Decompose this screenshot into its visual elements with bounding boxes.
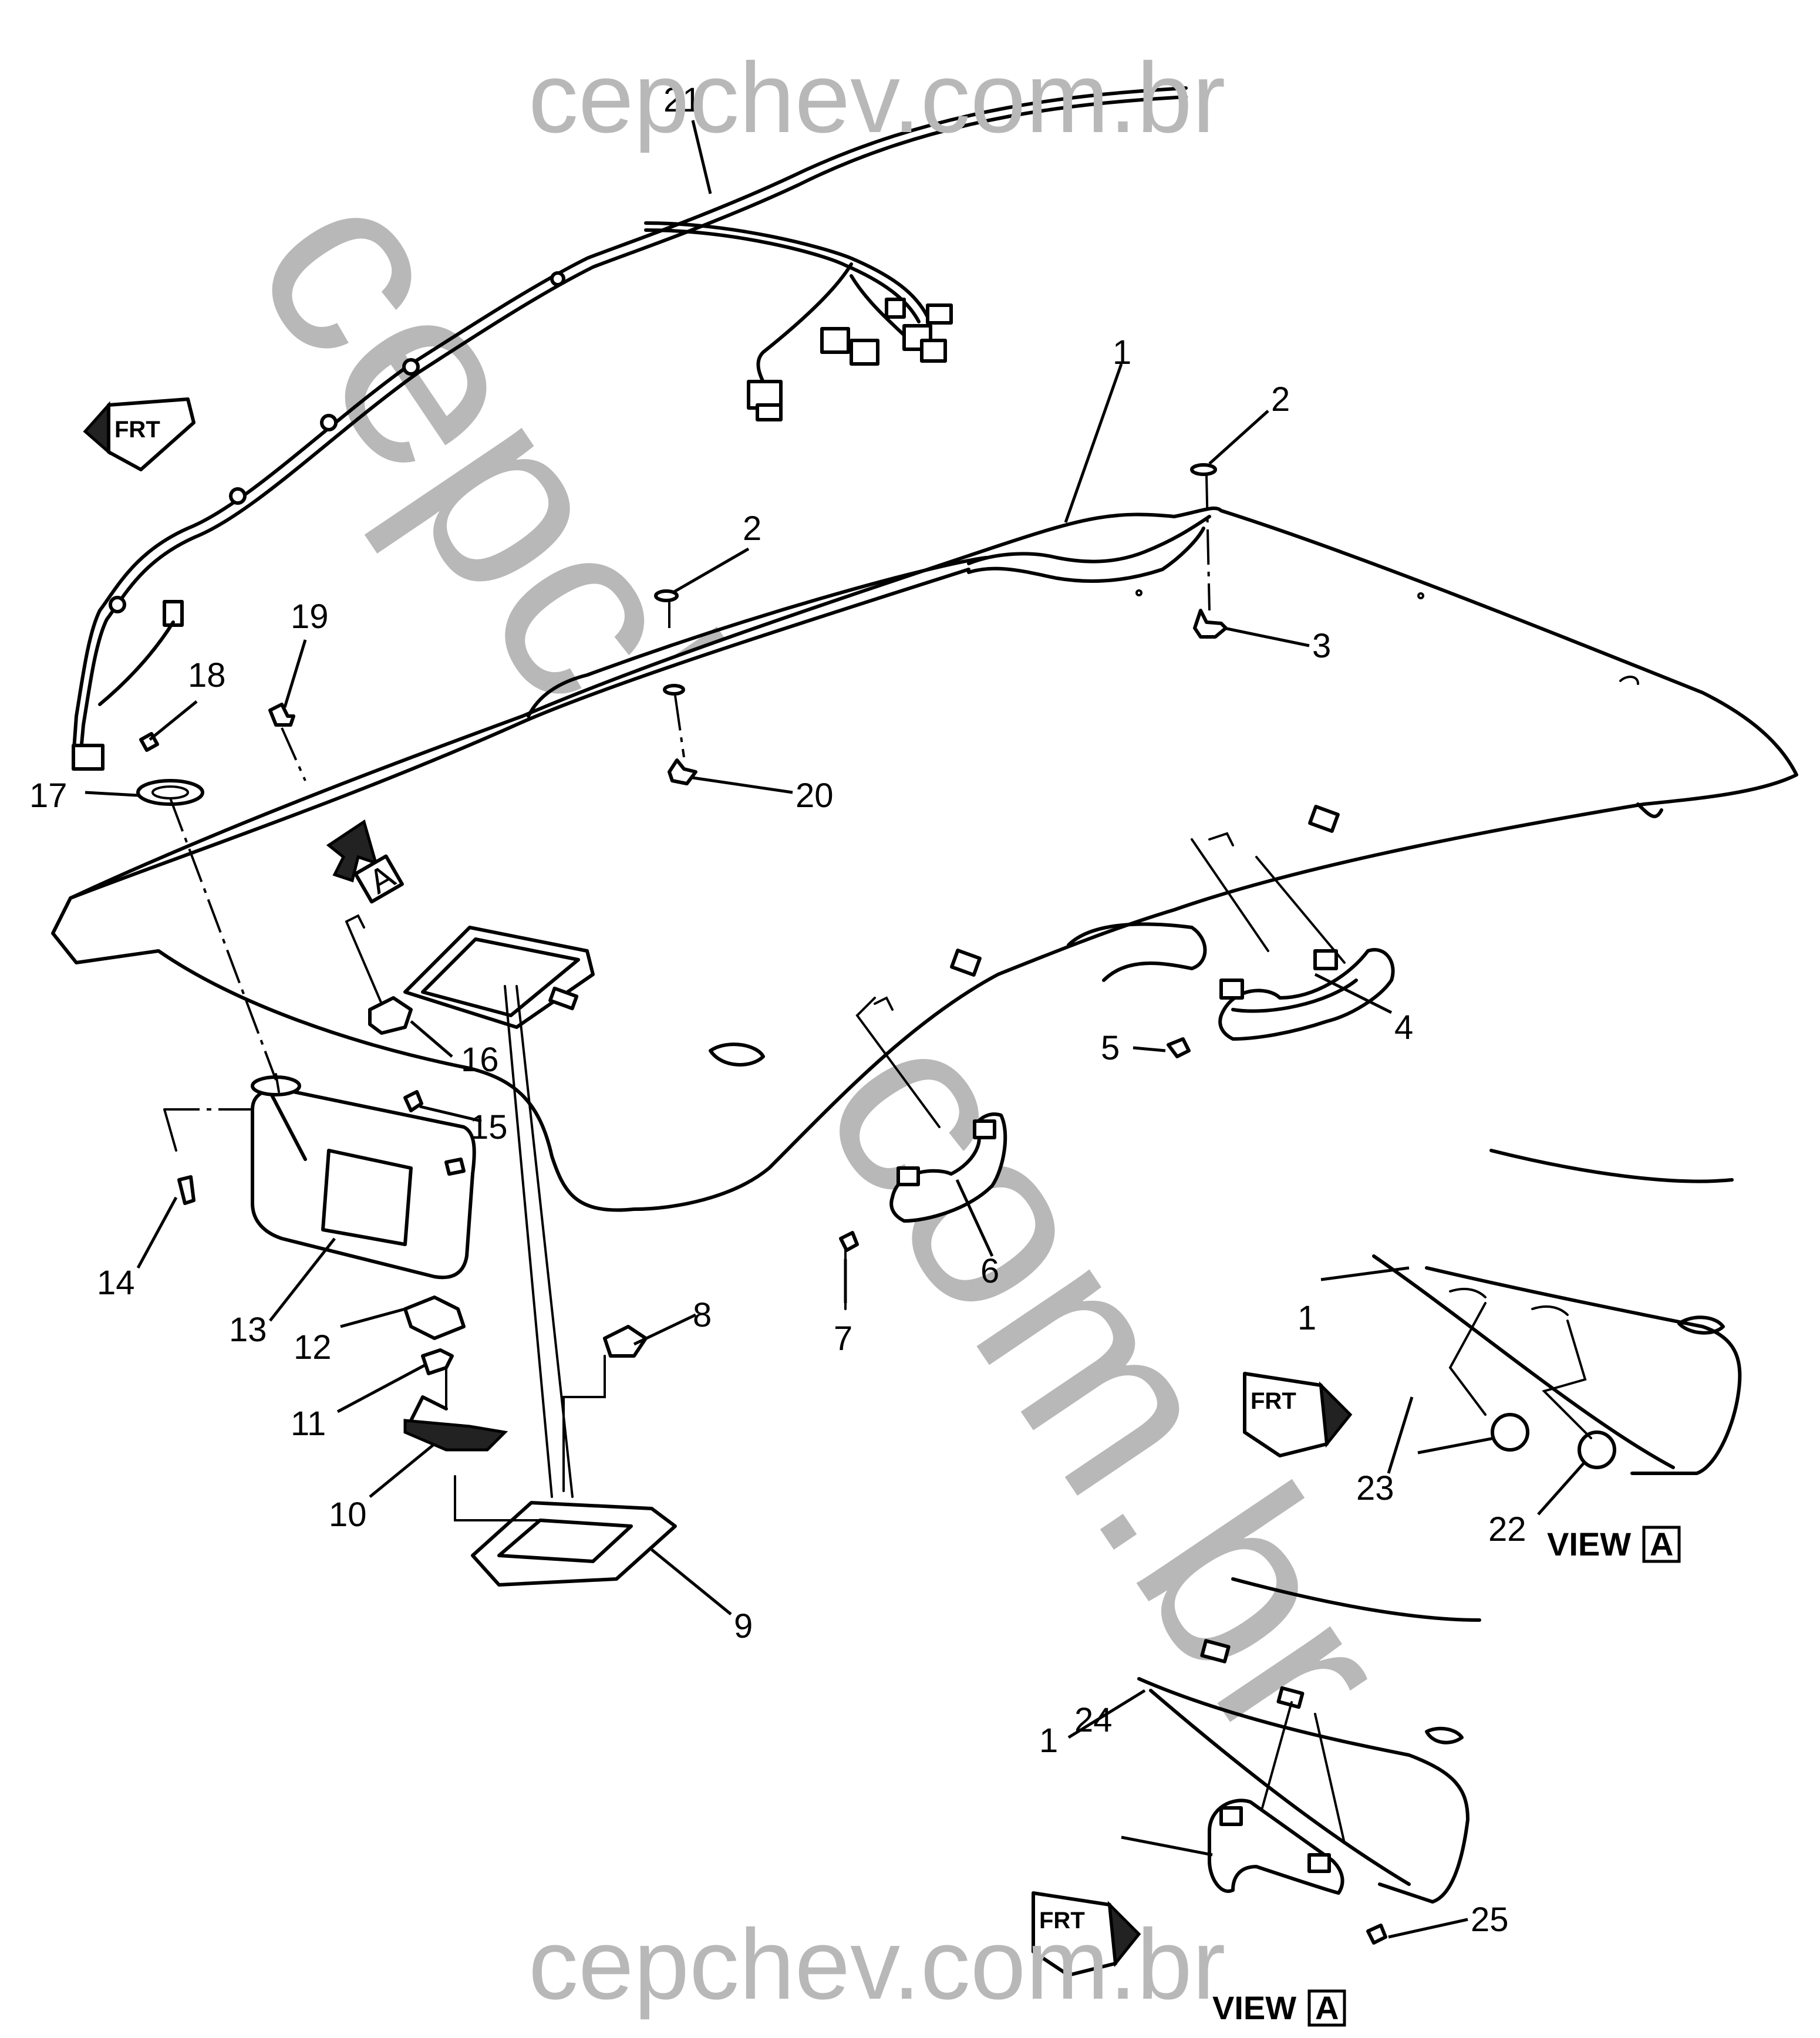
callout-1: 1 [1113,333,1131,372]
callout-24: 24 [1074,1701,1113,1739]
view-a-label-upper: VIEW A [1547,1526,1681,1563]
top-watermark: cepchev.com.br [528,42,1225,154]
view-a-upper [1372,1149,1742,1475]
callout-8: 8 [693,1296,712,1334]
callout-19: 19 [291,598,329,636]
callout-15: 15 [470,1108,508,1146]
callout-20: 20 [796,777,834,815]
callout-9: 9 [734,1607,753,1645]
callout-1-view-a-upper: 1 [1297,1299,1316,1337]
callout-10: 10 [329,1496,367,1534]
roof-wiring-harness [72,86,1188,771]
callout-6: 6 [980,1252,999,1290]
frt-arrow-main-label: FRT [114,417,160,443]
callout-21: 21 [663,81,702,119]
view-a-label-upper-letter: A [1650,1526,1673,1563]
dome-lamp-assembly [403,985,677,1587]
callout-7: 7 [834,1320,852,1358]
callout-22: 22 [1488,1510,1526,1548]
callout-2-right: 2 [1271,380,1290,419]
frt-arrow-view-a-upper: FRT [1243,1372,1353,1457]
frt-arrow-view-a-upper-label: FRT [1251,1388,1296,1414]
frt-arrow-main: FRT [83,397,196,471]
callout-2-left: 2 [743,510,761,548]
sunshade-mount [136,703,306,1081]
view-a-label-lower-word: VIEW [1212,1989,1296,2026]
callout-23: 23 [1356,1469,1394,1507]
callout-1-view-a-lower: 1 [1039,1722,1058,1760]
view-a-lower [1137,1577,1481,1945]
callout-13: 13 [229,1311,267,1349]
callout-17: 17 [29,777,68,815]
sunshade-retainer [345,920,423,1112]
callout-4: 4 [1394,1008,1413,1047]
frt-arrow-view-a-lower-label: FRT [1039,1908,1085,1934]
callout-18: 18 [188,656,226,694]
callout-11: 11 [291,1405,326,1443]
leader-lines [85,120,1586,1939]
callout-12: 12 [294,1328,332,1366]
sunshade [163,1073,476,1280]
headliner [51,506,1798,1212]
view-a-label-upper-word: VIEW [1547,1526,1631,1563]
frt-arrow-view-a-lower: FRT [1032,1891,1141,1977]
view-a-label-lower: VIEW A [1212,1989,1346,2027]
callout-25: 25 [1471,1901,1509,1939]
bottom-watermark: cepchev.com.br [528,1909,1225,2020]
callout-14: 14 [97,1264,135,1302]
headliner-clips [654,463,1228,785]
callout-5: 5 [1101,1029,1120,1067]
callout-labels: 1 2 2 3 4 5 6 7 8 9 10 11 12 13 14 15 16… [29,81,1526,1939]
callout-3: 3 [1312,627,1331,665]
callout-16: 16 [461,1041,499,1079]
view-a-label-lower-letter: A [1315,1989,1339,2026]
